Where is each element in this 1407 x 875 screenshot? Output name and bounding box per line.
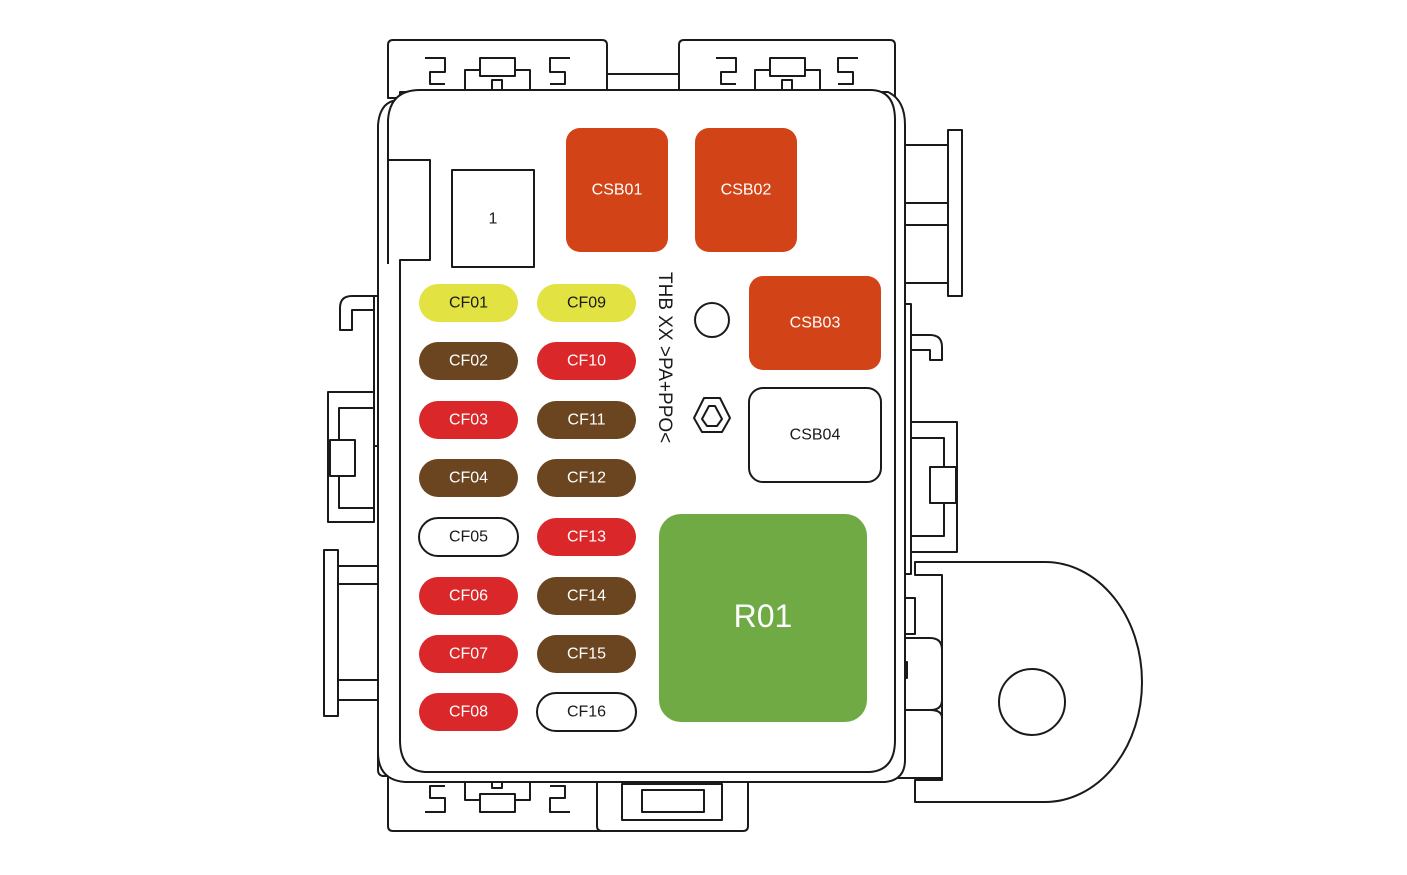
fuse-cf13[interactable]: CF13 [537, 518, 636, 556]
label: CF04 [449, 470, 488, 487]
bottom-clips [387, 771, 749, 832]
fuse-body [537, 401, 636, 439]
label: CF15 [567, 646, 606, 663]
label: CF05 [449, 529, 488, 546]
label: CF11 [568, 412, 606, 429]
label: CF07 [449, 646, 488, 663]
fuse-cf15[interactable]: CF15 [537, 635, 636, 673]
fuse-body [537, 284, 636, 322]
fuse-body [536, 692, 637, 732]
label: CF02 [449, 353, 488, 370]
fuse-body [419, 577, 518, 615]
label: CF13 [567, 529, 606, 546]
fuse-body [419, 459, 518, 497]
fuse-cf03[interactable]: CF03 [419, 401, 518, 439]
label: CF09 [567, 295, 606, 312]
mounting-hole-icon [998, 668, 1066, 736]
fuse-body [659, 514, 867, 722]
fuse-cf09[interactable]: CF09 [537, 284, 636, 322]
fuse-body [419, 342, 518, 380]
label: CF06 [449, 588, 488, 605]
relay-socket[interactable]: 1 [451, 169, 535, 268]
fuse-cf11[interactable]: CF11 [537, 401, 636, 439]
label: CF10 [567, 353, 606, 370]
label: CF14 [567, 588, 606, 605]
fuse-body [419, 401, 518, 439]
label: CSB02 [721, 182, 772, 199]
fuse-cf02[interactable]: CF02 [419, 342, 518, 380]
fuse-body [419, 693, 518, 731]
label: CF16 [567, 704, 606, 721]
mounting-hole-icon [694, 302, 730, 338]
recycle-icon [693, 397, 731, 433]
fuse-cf05[interactable]: CF05 [418, 517, 519, 557]
relay-socket-label: 1 [489, 211, 498, 228]
fuse-cf01[interactable]: CF01 [419, 284, 518, 322]
fuse-body [748, 387, 882, 483]
label: CSB01 [592, 182, 643, 199]
fuse-cf16[interactable]: CF16 [536, 692, 637, 732]
label: CF03 [449, 412, 488, 429]
label: R01 [734, 598, 793, 634]
fuse-cf14[interactable]: CF14 [537, 577, 636, 615]
label: CSB04 [790, 427, 841, 444]
fuse-body [537, 342, 636, 380]
fuse-cf08[interactable]: CF08 [419, 693, 518, 731]
label: CF12 [567, 470, 606, 487]
fuse-body [749, 276, 881, 370]
block-csb01[interactable]: CSB01 [566, 128, 668, 252]
block-csb04[interactable]: CSB04 [748, 387, 882, 483]
fuse-body [537, 635, 636, 673]
fuse-cf07[interactable]: CF07 [419, 635, 518, 673]
block-csb02[interactable]: CSB02 [695, 128, 797, 252]
fuse-cf10[interactable]: CF10 [537, 342, 636, 380]
fuse-body [537, 459, 636, 497]
fuse-body [537, 518, 636, 556]
housing-text: THB XX >PA+PPO< [654, 272, 675, 443]
mounting-bracket [914, 561, 1143, 803]
fuse-body [419, 284, 518, 322]
relay-r01[interactable]: R01 [659, 514, 867, 722]
fuse-body [695, 128, 797, 252]
fuse-body [418, 517, 519, 557]
fuse-cf06[interactable]: CF06 [419, 577, 518, 615]
fuse-body [566, 128, 668, 252]
block-csb03[interactable]: CSB03 [749, 276, 881, 370]
label: CF08 [449, 704, 488, 721]
top-clips [387, 39, 896, 101]
label: CSB03 [790, 315, 841, 332]
fuse-cf04[interactable]: CF04 [419, 459, 518, 497]
fuse-body [419, 635, 518, 673]
fuse-cf12[interactable]: CF12 [537, 459, 636, 497]
fuse-body [537, 577, 636, 615]
label: CF01 [449, 295, 488, 312]
